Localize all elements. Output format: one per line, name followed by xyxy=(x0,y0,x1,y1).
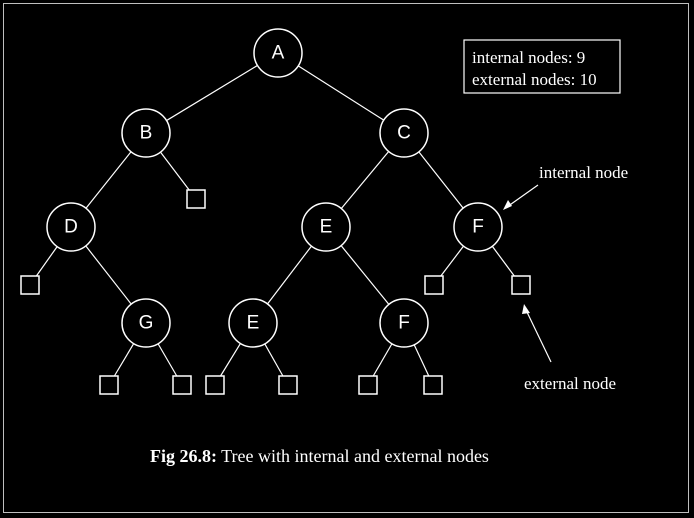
external-node-annotation: external node xyxy=(522,304,616,393)
internal-node: E xyxy=(228,298,278,348)
node-circle xyxy=(253,28,303,78)
external-node-arrowhead xyxy=(522,304,530,314)
node-circle xyxy=(121,108,171,158)
node-circle xyxy=(379,298,429,348)
external-node xyxy=(358,375,378,395)
node-label: F xyxy=(398,313,410,334)
external-node xyxy=(423,375,443,395)
legend: internal nodes: 9 external nodes: 10 xyxy=(463,39,621,94)
internal-node: B xyxy=(121,108,171,158)
edges-layer xyxy=(35,64,515,377)
tree-edge xyxy=(113,343,135,377)
node-label: B xyxy=(140,123,153,144)
tree-edge xyxy=(340,245,390,305)
internal-node-label: internal node xyxy=(539,163,628,182)
internal-node: A xyxy=(253,28,303,78)
tree-edge xyxy=(413,344,430,377)
tree-edge xyxy=(372,343,393,377)
tree-edge xyxy=(85,151,132,209)
node-label: G xyxy=(139,313,154,334)
node-label: C xyxy=(397,123,411,144)
external-node xyxy=(20,275,40,295)
node-label: E xyxy=(247,313,260,334)
internal-node: E xyxy=(301,202,351,252)
tree-edge xyxy=(297,65,385,121)
tree-edge xyxy=(35,246,58,277)
node-label: F xyxy=(472,217,484,238)
node-circle xyxy=(301,202,351,252)
internal-node-arrow-shaft xyxy=(506,184,539,208)
legend-internal-count: internal nodes: 9 xyxy=(472,48,585,67)
tree-edge xyxy=(157,343,178,377)
tree-edge xyxy=(166,64,258,122)
internal-node: F xyxy=(379,298,429,348)
external-node-label: external node xyxy=(524,374,616,393)
node-circle xyxy=(46,202,96,252)
tree-edge xyxy=(267,245,312,305)
tree-edge xyxy=(491,245,515,277)
external-node-arrow-shaft xyxy=(525,309,552,363)
tree-edge xyxy=(418,151,464,209)
caption-text: Tree with internal and external nodes xyxy=(217,446,489,466)
node-label: E xyxy=(320,217,333,238)
legend-box xyxy=(463,39,621,94)
external-node xyxy=(424,275,444,295)
external-node xyxy=(186,189,206,209)
tree-edge xyxy=(340,151,390,209)
external-node xyxy=(99,375,119,395)
tree-edge xyxy=(85,245,132,305)
node-circle xyxy=(228,298,278,348)
external-node xyxy=(278,375,298,395)
node-label: A xyxy=(272,43,285,64)
external-node xyxy=(511,275,531,295)
internal-node: G xyxy=(121,298,171,348)
legend-external-count: external nodes: 10 xyxy=(472,70,597,89)
figure-caption: Fig 26.8: Tree with internal and externa… xyxy=(150,446,489,466)
node-label: D xyxy=(64,217,78,238)
internal-node-arrowhead xyxy=(503,200,512,210)
tree-edge xyxy=(160,151,190,191)
tree-edge xyxy=(220,343,241,377)
internal-node: C xyxy=(379,108,429,158)
nodes-layer: A B C D E F G E F xyxy=(46,28,503,348)
node-circle xyxy=(379,108,429,158)
tree-edge xyxy=(440,245,464,277)
node-circle xyxy=(453,202,503,252)
external-node xyxy=(172,375,192,395)
external-node xyxy=(205,375,225,395)
leaves-layer xyxy=(20,189,531,395)
internal-node: F xyxy=(453,202,503,252)
figure-frame xyxy=(3,3,689,513)
caption-prefix: Fig 26.8: xyxy=(150,446,217,466)
internal-node: D xyxy=(46,202,96,252)
internal-node-annotation: internal node xyxy=(503,163,628,210)
tree-edge xyxy=(264,343,284,377)
node-circle xyxy=(121,298,171,348)
